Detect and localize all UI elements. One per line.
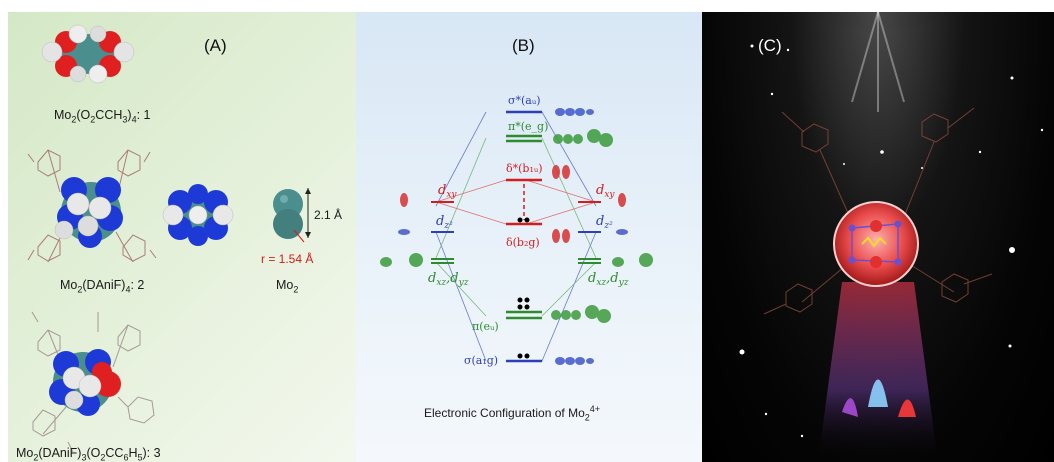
compound-1-caption: Mo2(O2CCH3)4: 1: [54, 108, 151, 125]
artwork: [739, 12, 1044, 462]
mo-diagram-caption: Electronic Configuration of Mo24+: [424, 404, 601, 423]
right-dxy-label: dxy: [596, 183, 615, 200]
compound-2-core-model: [162, 184, 234, 246]
delta-label: δ(b₂g): [506, 236, 540, 249]
sigma-label: σ(a₁g): [464, 354, 498, 367]
panel-b-label: (B): [512, 36, 535, 55]
core-structure: [848, 220, 902, 268]
sigma-star-label: σ*(aᵤ): [508, 94, 541, 107]
stars: [739, 44, 1044, 438]
mo-diagram: σ*(aᵤ) π*(e_g) δ*(b₁ᵤ) δ(b₂g) π(eᵤ) σ(a₁…: [380, 94, 653, 367]
panel-a: (A): [8, 12, 356, 462]
panel-a-label: (A): [204, 36, 227, 55]
right-dz2-label: dz²: [596, 214, 613, 231]
compound-3-caption: Mo2(DAniF)3(O2CC6H5): 3: [16, 446, 161, 462]
compound-2-model: [27, 149, 157, 263]
left-dxy-label: dxy: [438, 183, 457, 200]
light-rays: [851, 12, 905, 112]
left-dz2-label: dz²: [436, 214, 453, 231]
right-dxzyz-label: dxz,dyz: [588, 271, 629, 288]
bond-length-label: 2.1 Å: [314, 208, 343, 222]
pi-star-label: π*(e_g): [508, 120, 548, 133]
ligand-wireframe: [763, 107, 993, 315]
mo2-model: [273, 188, 311, 243]
flames: [842, 379, 916, 417]
top-glow: [758, 12, 998, 122]
panel-b: (B): [356, 12, 702, 462]
orbital-lobe-icons: [380, 108, 653, 365]
light-beam: [818, 282, 938, 462]
radius-label: r = 1.54 Å: [261, 252, 314, 266]
panel-a-graphics: [27, 24, 311, 453]
left-dxzyz-label: dxz,dyz: [428, 271, 469, 288]
compound-2-caption: Mo2(DAniF)4: 2: [60, 278, 145, 295]
delta-star-label: δ*(b₁ᵤ): [506, 162, 543, 175]
compound-1-model: [41, 24, 135, 84]
panel-c: (C): [702, 12, 1054, 462]
compound-3-model: [31, 311, 155, 453]
pi-label: π(eᵤ): [472, 320, 499, 333]
correlation-lines: [435, 111, 597, 362]
mo2-caption: Mo2: [276, 278, 299, 295]
